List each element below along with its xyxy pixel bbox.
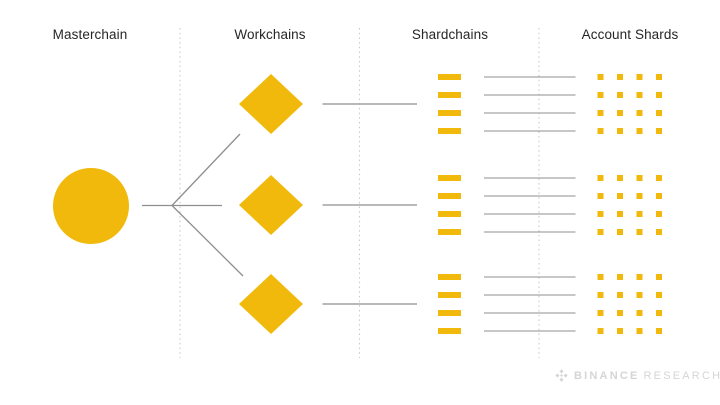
account-shard-cell: [617, 211, 623, 217]
account-shard-cell: [617, 328, 623, 334]
shardchain-block: [438, 128, 461, 134]
shardchain-block: [438, 310, 461, 316]
account-shard-cell: [656, 274, 662, 280]
account-shard-cell: [597, 292, 604, 298]
binance-logo-icon: [555, 369, 568, 382]
account-shard-cell: [636, 211, 643, 217]
account-shard-cell: [656, 292, 662, 298]
shardchain-block: [438, 175, 461, 181]
account-shard-cell: [656, 128, 662, 134]
account-shard-cell: [617, 229, 623, 235]
shardchain-block: [438, 193, 461, 199]
account-shard-cell: [617, 74, 623, 80]
account-shard-cell: [656, 110, 662, 116]
account-shard-cell: [597, 310, 604, 316]
account-shard-cell: [636, 128, 643, 134]
account-shard-cell: [617, 110, 623, 116]
account-shard-cell: [597, 128, 604, 134]
account-shard-cell: [656, 92, 662, 98]
shardchain-block: [438, 274, 461, 280]
brand-secondary: RESEARCH: [643, 369, 720, 382]
shardchain-block: [438, 292, 461, 298]
shardchain-block: [438, 74, 461, 80]
account-shard-cell: [597, 229, 604, 235]
workchain-node: [239, 74, 303, 134]
fork-branch-line: [171, 205, 244, 277]
account-shard-cell: [656, 175, 662, 181]
fork-branch-line: [171, 133, 241, 206]
shardchain-block: [438, 211, 461, 217]
brand-primary: BINANCE: [574, 369, 640, 382]
account-shard-cell: [636, 193, 643, 199]
account-shard-cell: [617, 92, 623, 98]
masterchain-node: [53, 168, 129, 244]
account-shard-cell: [617, 292, 623, 298]
account-shard-cell: [597, 175, 604, 181]
shardchain-block: [438, 229, 461, 235]
account-shard-cell: [617, 175, 623, 181]
account-shard-cell: [597, 328, 604, 334]
shardchain-block: [438, 110, 461, 116]
account-shard-cell: [617, 193, 623, 199]
shardchain-block: [438, 328, 461, 334]
column-label-workchains: Workchains: [234, 27, 306, 42]
account-shard-cell: [597, 74, 604, 80]
account-shard-cell: [636, 310, 643, 316]
account-shard-cell: [617, 274, 623, 280]
column-label-masterchain: Masterchain: [52, 27, 128, 42]
account-shard-cell: [636, 292, 643, 298]
account-shard-cell: [656, 310, 662, 316]
account-shard-cell: [656, 211, 662, 217]
account-shard-cell: [636, 274, 643, 280]
account-shard-cell: [617, 128, 623, 134]
account-shard-cell: [597, 274, 604, 280]
account-shard-cell: [636, 74, 643, 80]
workchain-node: [239, 175, 303, 235]
account-shard-cell: [636, 92, 643, 98]
account-shard-cell: [636, 328, 643, 334]
account-shard-cell: [636, 110, 643, 116]
account-shard-cell: [656, 193, 662, 199]
account-shard-cell: [656, 74, 662, 80]
account-shard-cell: [597, 110, 604, 116]
account-shard-cell: [636, 175, 643, 181]
workchain-node: [239, 274, 303, 334]
column-label-account-shards: Account Shards: [581, 27, 679, 42]
account-shard-cell: [597, 92, 604, 98]
account-shard-cell: [597, 211, 604, 217]
shardchain-block: [438, 92, 461, 98]
account-shard-cell: [597, 193, 604, 199]
account-shard-cell: [636, 229, 643, 235]
column-label-shardchains: Shardchains: [411, 27, 489, 42]
account-shard-cell: [656, 229, 662, 235]
account-shard-cell: [656, 328, 662, 334]
account-shard-cell: [617, 310, 623, 316]
